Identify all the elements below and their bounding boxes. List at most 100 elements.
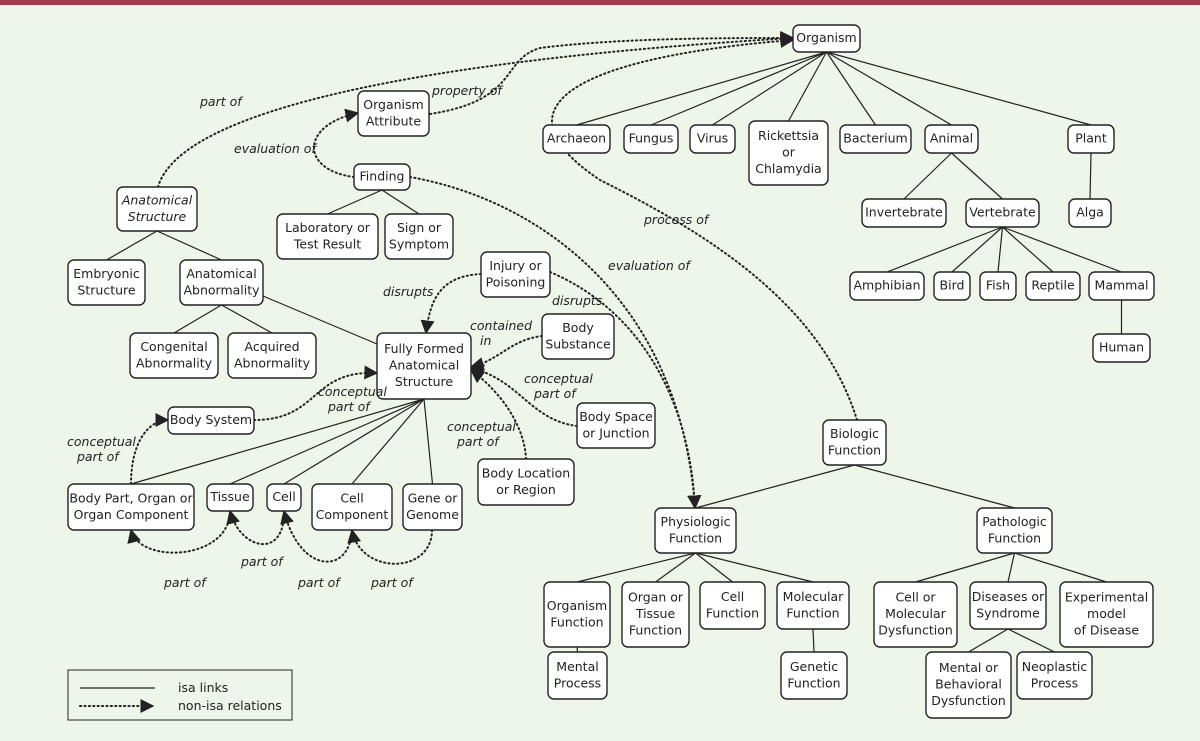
node-label: Neoplastic — [1022, 659, 1088, 674]
node-label: Process — [554, 675, 601, 690]
node-label: Alga — [1076, 205, 1104, 220]
node-label: Fungus — [629, 131, 674, 146]
isa-link-mental-process — [576, 646, 579, 653]
node-box — [576, 402, 656, 449]
relation-label-part-of-component-cell: part of — [297, 575, 341, 590]
node-label: Body System — [170, 412, 252, 427]
node-box — [266, 483, 302, 512]
rel-disrupts-physio — [549, 271, 702, 510]
node-label: Tissue — [635, 606, 676, 621]
node-label: Function — [669, 530, 722, 545]
node-label: Finding — [360, 169, 405, 184]
node-label: Cell — [272, 489, 295, 504]
isa-link-fully-formed — [262, 295, 378, 345]
node-label: Plant — [1075, 131, 1107, 146]
isa-link-animal — [826, 51, 952, 126]
node-box — [933, 271, 971, 301]
node-label: Diseases or — [972, 589, 1045, 604]
node-label: Rickettsia — [758, 128, 819, 143]
node-box — [776, 581, 850, 630]
rel-conceptual-space — [469, 364, 578, 427]
node-label: Process — [1031, 675, 1078, 690]
node-plant: Plant — [1067, 124, 1115, 154]
node-box — [621, 581, 690, 648]
legend: isa links non-isa relations — [67, 669, 293, 721]
node-cell: Cell — [266, 483, 302, 512]
node-label: Laboratory or — [285, 220, 371, 235]
node-label: Anatomical — [389, 358, 459, 373]
node-label: or Region — [496, 482, 556, 497]
node-label: Gene or — [408, 490, 459, 505]
node-invertebrate: Invertebrate — [861, 198, 947, 228]
legend-box — [67, 669, 293, 721]
node-box — [67, 483, 195, 531]
rel-disrupts-fully-formed — [420, 273, 482, 335]
isa-link-cell-molecular-dysfunction — [915, 552, 1015, 583]
rel-conceptual-bodypart — [130, 413, 170, 485]
isa-link-diseases-syndrome — [1007, 552, 1016, 583]
node-box — [924, 124, 979, 154]
isa-link-amphibian — [886, 226, 1003, 273]
node-label: Mental — [556, 659, 598, 674]
relation-label-part-of-top: part of — [199, 94, 243, 109]
node-label: Body Location — [482, 465, 570, 480]
node-label: Organism — [796, 30, 856, 45]
node-box — [1059, 581, 1154, 648]
node-box — [357, 90, 430, 137]
node-label: Anatomical — [186, 266, 256, 281]
node-label: Invertebrate — [865, 205, 943, 220]
isa-link-neoplastic-process — [1007, 628, 1055, 653]
node-label: or — [782, 145, 796, 160]
node-box — [822, 419, 887, 466]
node-amphibian: Amphibian — [849, 271, 925, 301]
isa-link-sign-symptom — [381, 189, 420, 215]
node-label: Sign or — [397, 220, 442, 235]
node-finding: Finding — [353, 163, 411, 191]
node-label: Cell — [721, 589, 744, 604]
relation-label-part-of-cell-tissue: part of — [240, 554, 284, 569]
node-label: Cell — [340, 490, 363, 505]
node-label: Vertebrate — [969, 205, 1036, 220]
isa-link-mammal — [1002, 226, 1122, 273]
node-label: Abnormality — [234, 355, 311, 370]
node-fish: Fish — [979, 271, 1017, 301]
node-label: Behavioral — [935, 677, 1002, 692]
isa-link-bacterium — [826, 51, 876, 126]
relation-label-disrupts-left: disrupts — [383, 284, 434, 299]
node-label: Fish — [986, 278, 1010, 293]
node-tissue: Tissue — [206, 483, 254, 512]
node-label: Genetic — [790, 659, 838, 674]
relation-label-process-of: process of — [643, 212, 710, 227]
rel-evaluation-of-finding — [313, 108, 360, 178]
rel-part-of-tissue-bodypart — [127, 510, 231, 554]
node-label: Archaeon — [547, 131, 606, 146]
node-box — [129, 332, 219, 379]
node-box — [699, 581, 766, 630]
node-label: Structure — [77, 282, 135, 297]
node-box — [227, 332, 317, 379]
non-isa-relations — [127, 31, 858, 565]
node-label: Physiologic — [661, 514, 731, 529]
node-box — [402, 483, 463, 531]
node-label: Organ or — [628, 590, 684, 605]
node-box — [543, 581, 611, 648]
